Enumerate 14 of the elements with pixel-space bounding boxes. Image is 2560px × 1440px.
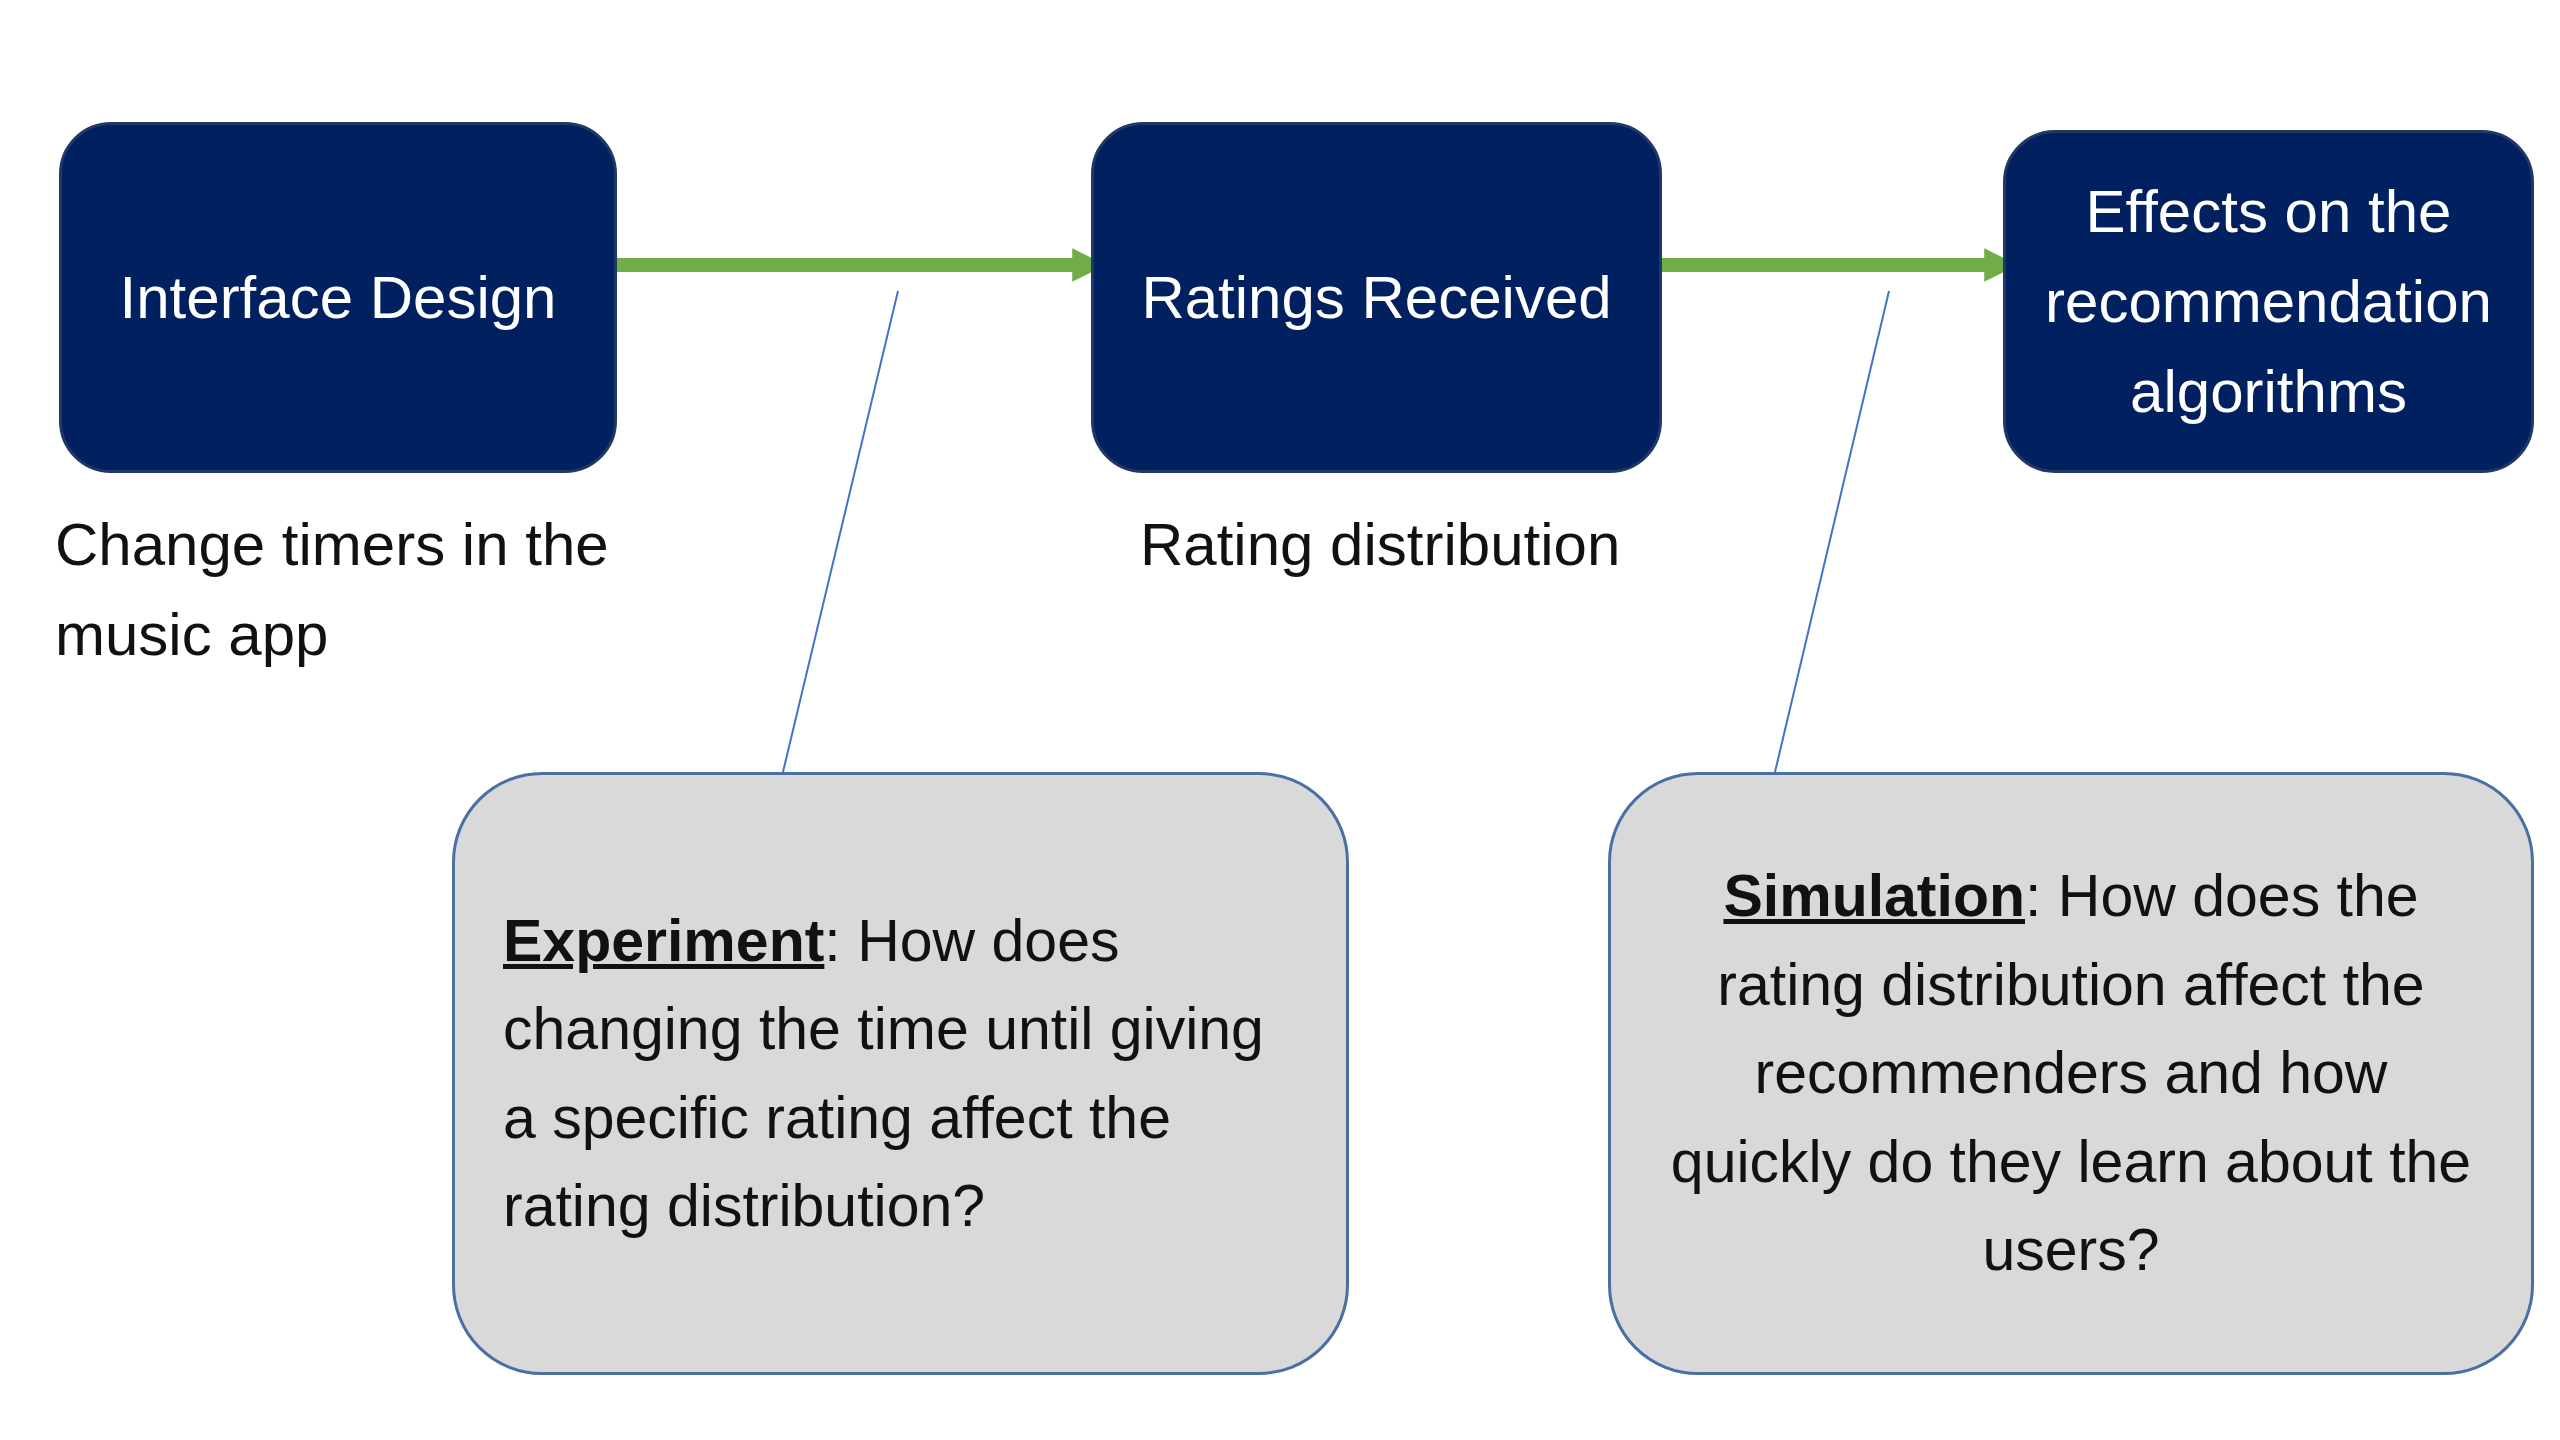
leader-line — [782, 290, 899, 773]
question-box — [452, 772, 1349, 1375]
process-box — [59, 122, 617, 473]
process-box — [2003, 130, 2534, 473]
caption-text: Rating distribution — [1140, 510, 1622, 580]
step-title: Interface Design — [118, 262, 558, 333]
process-box — [1091, 122, 1662, 473]
step-title: Effects on the recommendation algorithms — [2044, 176, 2493, 427]
question-text: Experiment: How does changing the time until giving a specific rating affect the rating distribution? — [503, 906, 1265, 1241]
caption-text: Change timers in the music app — [55, 510, 610, 670]
step-title: Ratings Received — [1140, 262, 1613, 333]
question-text: Simulation: How does the rating distribution affect the recommenders and how quickly do they learn about the users? — [1669, 862, 2473, 1286]
leader-line — [1774, 290, 1890, 773]
question-box — [1608, 772, 2534, 1375]
